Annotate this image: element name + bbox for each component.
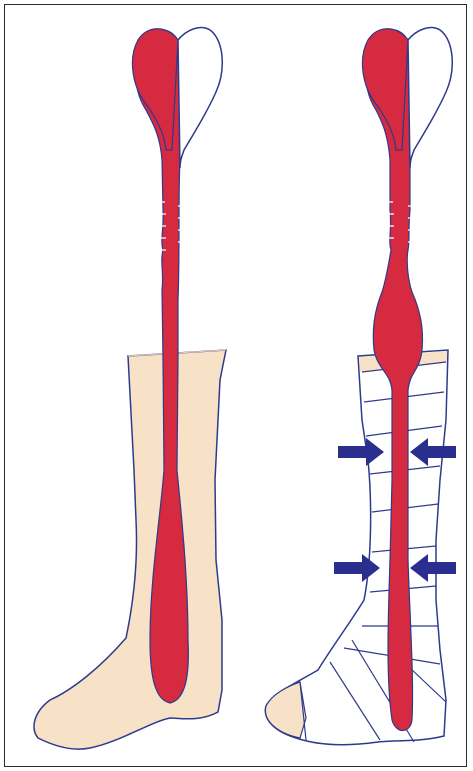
left-valve-outline-lobe xyxy=(178,28,222,168)
left-leg-panel xyxy=(34,28,226,749)
left-leg-skin xyxy=(34,350,226,749)
left-valve-red-lobe xyxy=(132,29,178,150)
right-foot-toes-skin xyxy=(265,682,306,738)
right-valve-outline-lobe xyxy=(408,28,452,168)
right-leg-panel xyxy=(265,28,456,745)
